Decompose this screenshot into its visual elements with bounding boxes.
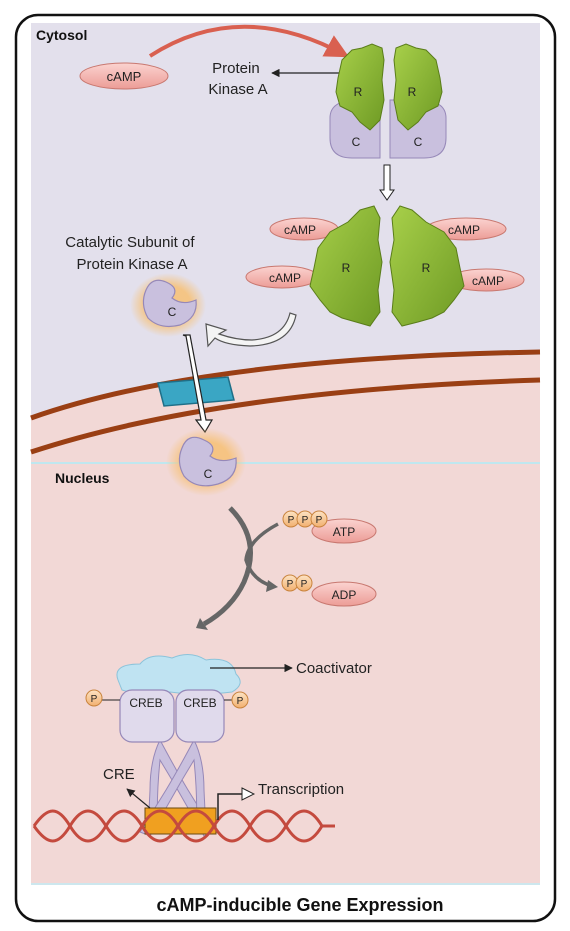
nuclear-catalytic-subunit: C <box>166 428 246 496</box>
dissociation-arrow <box>379 164 395 201</box>
svg-text:cAMP: cAMP <box>472 274 504 288</box>
svg-text:CREB: CREB <box>183 696 216 710</box>
camp-binding-arrow <box>148 24 350 58</box>
svg-text:C: C <box>352 135 361 149</box>
svg-text:P: P <box>288 515 295 526</box>
phosphorylation-arrow <box>202 506 253 627</box>
transcription-label: Transcription <box>258 781 344 798</box>
regulatory-dimer-with-camp: cAMP cAMP cAMP cAMP R R <box>245 205 525 327</box>
svg-text:C: C <box>204 467 213 481</box>
catalytic-subunit-label: Catalytic Subunit of Protein Kinase A <box>65 234 198 273</box>
svg-text:cAMP: cAMP <box>269 271 301 285</box>
svg-text:cAMP: cAMP <box>284 223 316 237</box>
camp-bound-4: cAMP <box>447 268 525 292</box>
atp-consumption-arrow <box>244 522 279 588</box>
nuclear-envelope-fill <box>31 355 540 463</box>
dna-strand-b <box>32 809 335 843</box>
svg-text:P: P <box>302 515 309 526</box>
camp-molecule: cAMP <box>79 62 169 90</box>
coactivator-label: Coactivator <box>296 660 372 677</box>
transcription-start-arrow <box>217 793 246 820</box>
creb-phosphate-left: P <box>85 689 103 707</box>
release-arrow <box>205 312 297 348</box>
coactivator <box>116 654 241 695</box>
camp-bound-1: cAMP <box>269 217 339 241</box>
adp-group: ADP P P <box>281 574 377 607</box>
nucleus-region <box>31 463 540 883</box>
svg-text:P: P <box>316 515 323 526</box>
svg-text:P: P <box>301 579 308 590</box>
protein-kinase-a-label: Protein Kinase A <box>208 60 267 98</box>
svg-text:ADP: ADP <box>332 588 357 602</box>
svg-text:P: P <box>237 696 244 707</box>
nuclear-membrane-inner <box>30 377 541 455</box>
svg-text:R: R <box>408 85 417 99</box>
nuclear-membrane-outer <box>30 349 541 421</box>
camp-bound-3: cAMP <box>245 265 319 289</box>
creb-phosphate-right: P <box>231 691 249 709</box>
svg-text:P: P <box>287 579 294 590</box>
figure-caption: cAMP-inducible Gene Expression <box>156 895 443 915</box>
svg-text:CREB: CREB <box>129 696 162 710</box>
svg-text:cAMP: cAMP <box>448 223 480 237</box>
cre-label: CRE <box>103 766 135 783</box>
svg-text:C: C <box>414 135 423 149</box>
cytosol-label: Cytosol <box>36 27 87 43</box>
svg-text:C: C <box>168 305 177 319</box>
cre-pointer <box>126 788 151 809</box>
pka-holoenzyme: R R C C <box>329 43 447 159</box>
free-catalytic-subunit: C <box>130 273 206 337</box>
svg-text:cAMP: cAMP <box>107 69 142 84</box>
svg-text:R: R <box>342 261 351 275</box>
svg-text:P: P <box>91 694 98 705</box>
nucleus-label: Nucleus <box>55 470 110 486</box>
svg-text:ATP: ATP <box>333 525 355 539</box>
atp-group: ATP P P P <box>282 510 377 544</box>
svg-text:R: R <box>354 85 363 99</box>
svg-text:R: R <box>422 261 431 275</box>
